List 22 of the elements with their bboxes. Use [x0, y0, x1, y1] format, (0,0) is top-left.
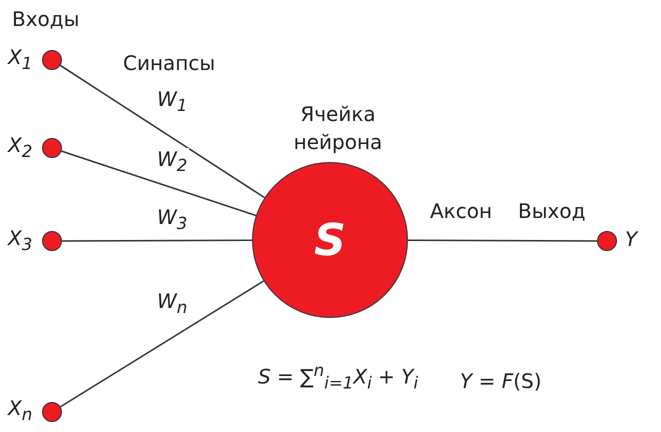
text-label: Входы — [12, 8, 80, 30]
variable-label: X$_{1}$ — [8, 46, 32, 74]
formula: S = ∑$^{n}$$_{i=1}$X$_{i}$ + Y$_{i}$ — [258, 362, 418, 393]
variable-label: Y — [625, 228, 638, 250]
formula: Y = F(S) — [460, 370, 542, 392]
connection-line — [408, 240, 597, 242]
variable-label: X$_{2}$ — [8, 134, 32, 162]
connection-line — [60, 280, 264, 408]
text-label: Выход — [518, 200, 586, 222]
input-circle — [597, 231, 617, 251]
input-circle — [42, 50, 62, 70]
text-label: Синапсы — [123, 52, 216, 74]
input-circle — [42, 138, 62, 158]
input-circle — [42, 402, 62, 422]
connection-line — [60, 64, 265, 198]
variable-label: X$_{n}$ — [8, 397, 32, 424]
input-circle — [42, 231, 62, 251]
connection-line — [61, 150, 256, 216]
variable-label: X$_{3}$ — [8, 227, 32, 254]
neuron-label: S — [314, 214, 346, 266]
cell-caption: Ячейка нейрона — [292, 101, 384, 156]
connection-line — [62, 240, 252, 242]
